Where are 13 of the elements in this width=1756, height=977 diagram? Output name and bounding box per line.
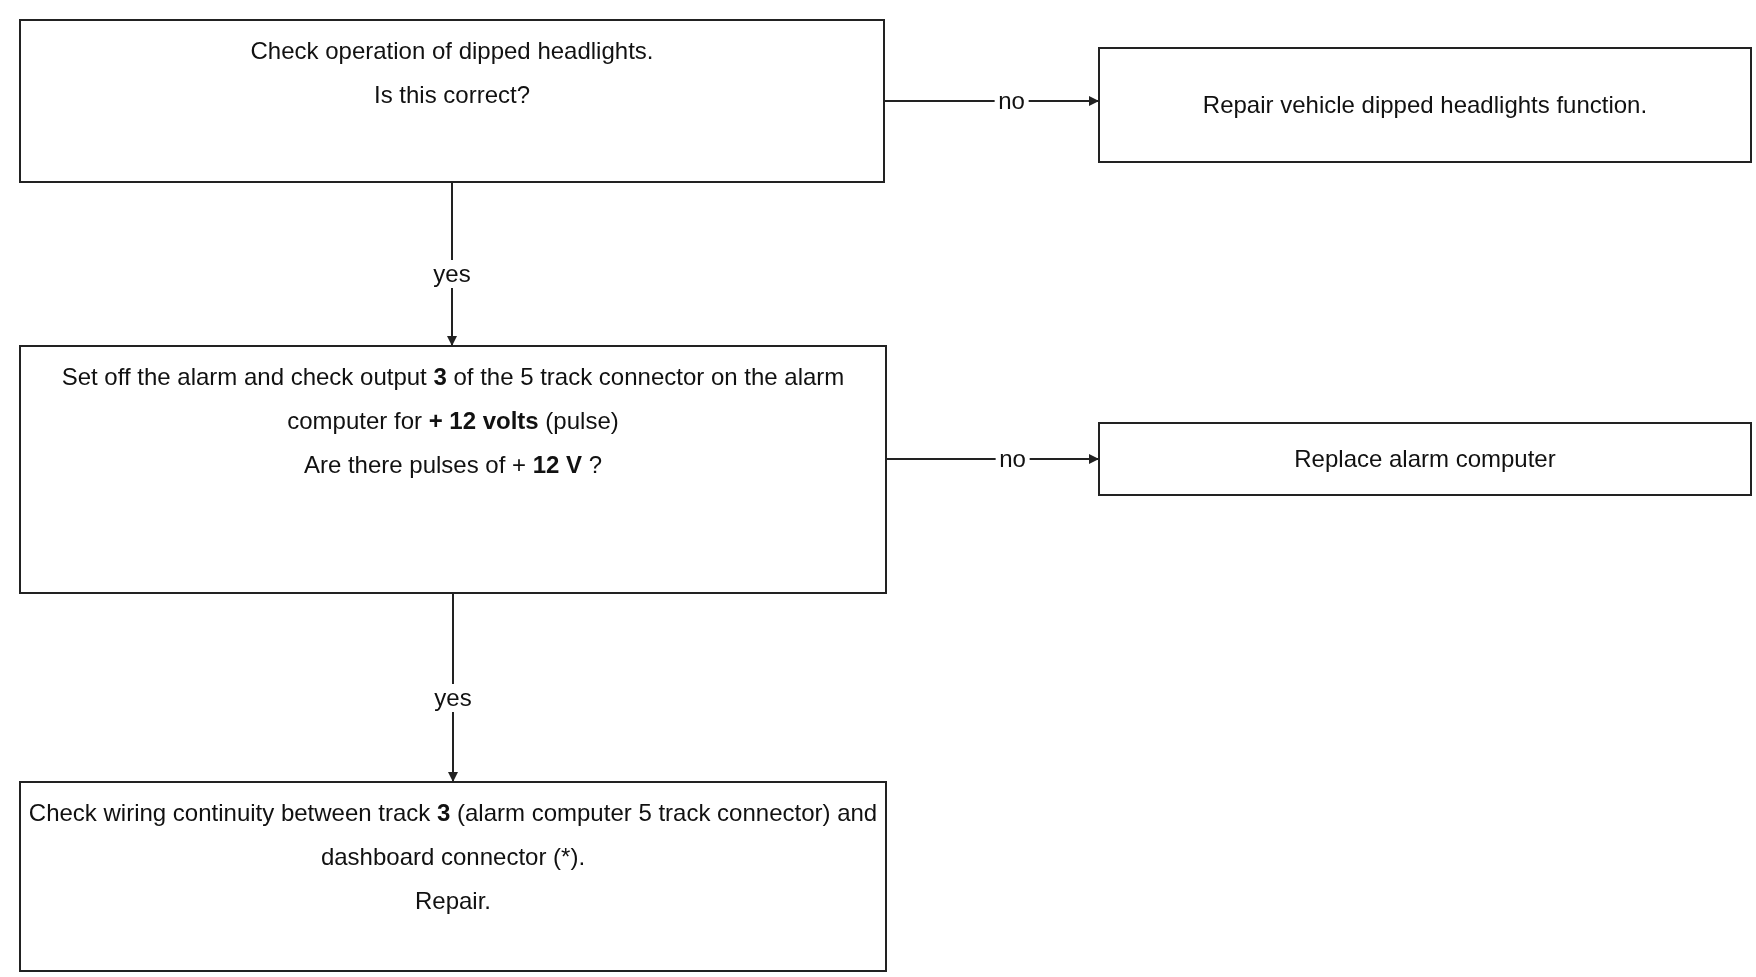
step-text: Repair vehicle dipped headlights function. [1201, 90, 1649, 120]
step-text: Check operation of dipped headlights. [249, 36, 655, 66]
process-box [1098, 47, 1752, 163]
step-text: Check wiring continuity between track 3 (alarm computer 5 track connector) and dashboard connector (*). [27, 798, 879, 872]
step-text: Are there pulses of + 12 V ? [302, 450, 604, 480]
step-text: Is this correct? [372, 80, 531, 110]
process-box [1098, 422, 1752, 496]
process-box [19, 19, 885, 183]
step-text: Set off the alarm and check output 3 of the 5 track connector on the alarm computer for + 12 volts (pulse) [60, 362, 846, 436]
step-text: Repair. [413, 886, 492, 916]
process-box [19, 345, 887, 594]
process-box [19, 781, 887, 972]
step-text: Replace alarm computer [1293, 444, 1557, 474]
